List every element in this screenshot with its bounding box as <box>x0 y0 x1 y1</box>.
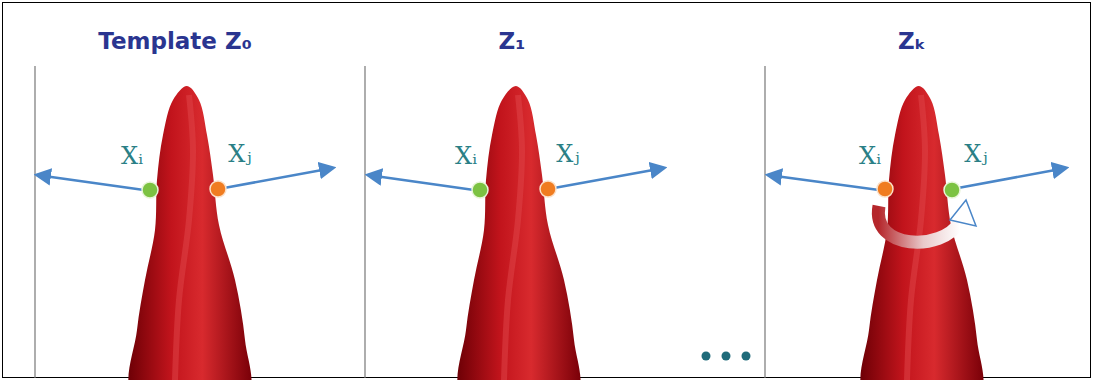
point-marker <box>877 181 893 197</box>
point-marker <box>472 182 488 198</box>
normal-arrow <box>368 175 474 190</box>
panel <box>365 66 664 380</box>
point-label: Xⱼ <box>556 141 579 167</box>
point-label: Xⱼ <box>228 141 251 167</box>
panel-title: Z₁ <box>499 29 526 54</box>
surface-ridge <box>504 95 522 380</box>
point-marker <box>944 182 960 198</box>
hippocampus-surface <box>457 86 580 380</box>
point-label: Xᵢ <box>121 143 143 169</box>
surface-ridge <box>175 95 193 380</box>
normal-arrow <box>37 175 144 190</box>
hippocampus-surface <box>860 86 983 380</box>
normal-arrow <box>224 168 333 188</box>
ellipsis-dots <box>702 352 751 361</box>
panel <box>35 66 333 380</box>
point-label: Xᵢ <box>455 143 477 169</box>
point-marker <box>540 181 556 197</box>
panel-divider <box>364 66 365 378</box>
point-marker <box>210 181 226 197</box>
normal-arrow <box>768 175 879 190</box>
normal-arrow <box>554 168 664 188</box>
point-marker <box>142 182 158 198</box>
panel <box>765 66 1066 380</box>
swap-arrow <box>878 206 960 242</box>
swap-arrowhead <box>950 200 976 226</box>
point-label: Xᵢ <box>859 143 881 169</box>
panel-title: Template Z₀ <box>98 29 251 54</box>
point-label: Xⱼ <box>964 141 987 167</box>
panel-title: Zₖ <box>898 29 926 54</box>
normal-arrow <box>958 168 1066 188</box>
panel-divider <box>34 66 35 378</box>
panel-divider <box>764 66 765 378</box>
hippocampus-surface <box>128 86 251 380</box>
